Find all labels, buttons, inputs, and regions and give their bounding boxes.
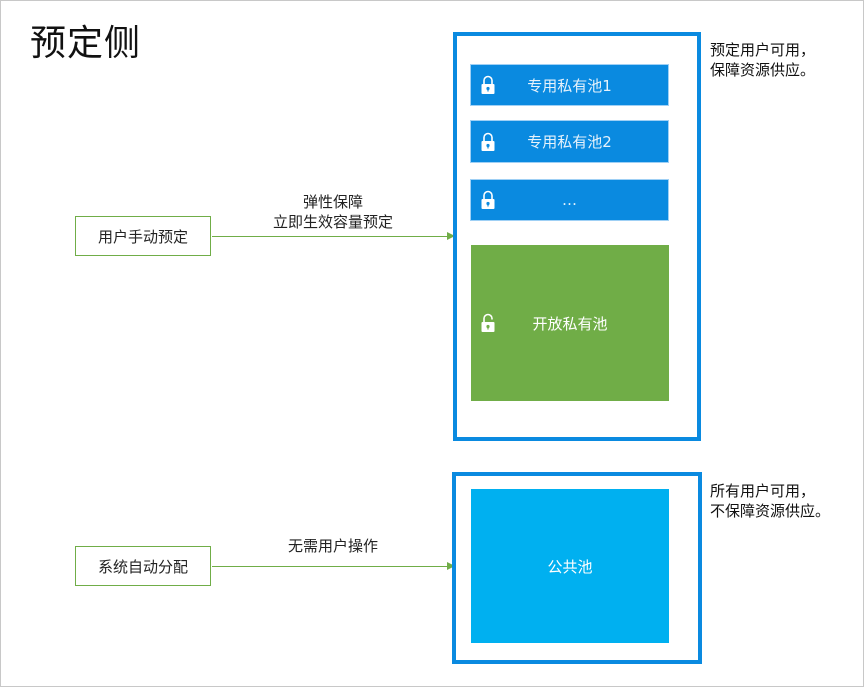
auto-allocation-label: 系统自动分配 xyxy=(97,557,188,576)
auto-allocation-box: 系统自动分配 xyxy=(75,546,211,586)
manual-reservation-label: 用户手动预定 xyxy=(97,227,188,246)
public-arrow-label-text: 无需用户操作 xyxy=(287,537,378,555)
reserved-note: 预定用户可用， 保障资源供应。 xyxy=(710,40,815,80)
open-private-pool-label: 开放私有池 xyxy=(532,314,608,333)
public-note-line1: 所有用户可用， xyxy=(710,482,816,500)
reserved-arrow-label-line2: 立即生效容量预定 xyxy=(272,213,393,231)
lock-icon xyxy=(481,75,495,94)
unlock-icon xyxy=(481,313,495,332)
dedicated-pool-1: 专用私有池1 xyxy=(470,64,669,106)
dedicated-pool-more: … xyxy=(470,179,669,221)
reserved-arrow-label: 弹性保障 立即生效容量预定 xyxy=(250,192,416,232)
reserved-arrow xyxy=(212,232,455,240)
manual-reservation-box: 用户手动预定 xyxy=(75,216,211,256)
reserved-arrow-label-line1: 弹性保障 xyxy=(302,193,363,211)
arrow-head-icon xyxy=(447,562,455,570)
open-private-pool: 开放私有池 xyxy=(471,245,669,401)
reserved-note-line2: 保障资源供应。 xyxy=(710,61,816,79)
public-note: 所有用户可用， 不保障资源供应。 xyxy=(710,481,830,521)
public-pool: 公共池 xyxy=(471,489,669,643)
dedicated-pool-more-label: … xyxy=(562,191,577,209)
dedicated-pool-2-label: 专用私有池2 xyxy=(527,133,612,151)
reserved-note-line1: 预定用户可用， xyxy=(710,41,816,59)
arrow-head-icon xyxy=(447,232,455,240)
public-arrow xyxy=(212,562,455,570)
lock-icon xyxy=(481,190,495,209)
public-note-line2: 不保障资源供应。 xyxy=(710,502,831,520)
public-arrow-label: 无需用户操作 xyxy=(250,536,416,556)
dedicated-pool-2: 专用私有池2 xyxy=(470,120,669,163)
public-pool-label: 公共池 xyxy=(547,557,593,576)
diagram-title: 预定侧 xyxy=(30,23,142,64)
dedicated-pool-1-label: 专用私有池1 xyxy=(527,76,612,95)
lock-icon xyxy=(481,132,495,151)
